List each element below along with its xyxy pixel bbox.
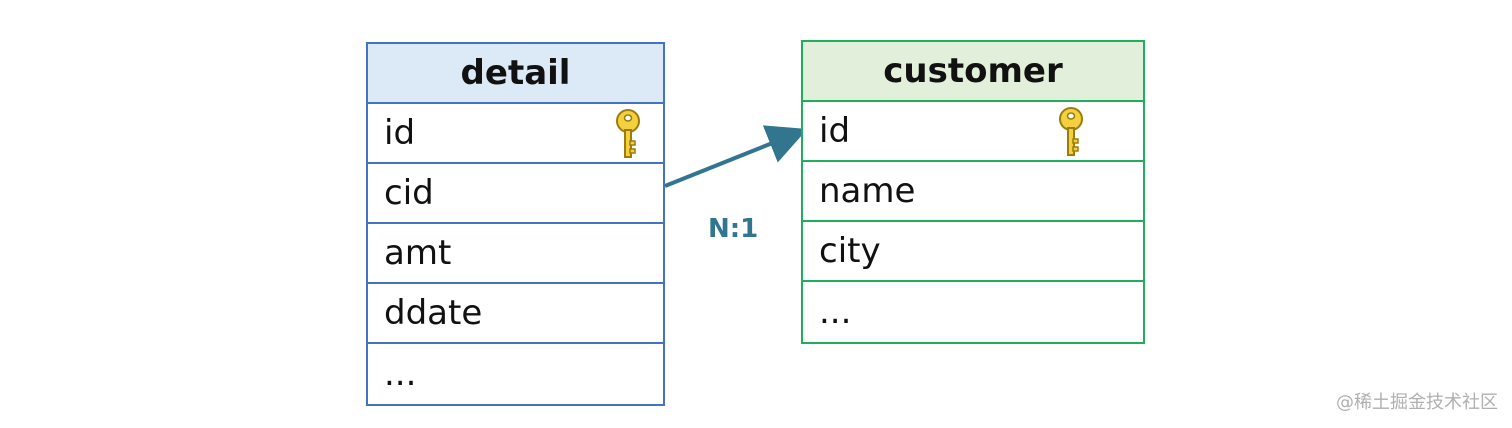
field-label: id [384,113,416,153]
key-icon [1059,107,1083,156]
field-label: cid [384,173,434,213]
field-label: amt [384,233,452,273]
watermark: @稀土掘金技术社区 [1336,392,1498,413]
field-label: id [819,111,851,151]
field-row: ... [368,344,663,404]
key-icon [616,109,640,158]
field-label: city [819,231,881,271]
field-label: name [819,171,916,211]
table-title: detail [368,44,663,104]
field-label: ... [384,354,417,394]
field-row: cid [368,164,663,224]
table-title: customer [803,42,1143,102]
field-label: ... [819,292,852,332]
field-row: ddate [368,284,663,344]
field-row: name [803,162,1143,222]
relationship-label: N:1 [708,214,759,244]
field-row: id [803,102,1143,162]
table-detail: detail id cid amt ddate ... [366,42,665,406]
field-row: ... [803,282,1143,342]
field-label: ddate [384,293,483,333]
field-row: city [803,222,1143,282]
arrow-line [664,125,808,188]
field-row: id [368,104,663,164]
table-customer: customer id name city ... [801,40,1145,344]
field-row: amt [368,224,663,284]
